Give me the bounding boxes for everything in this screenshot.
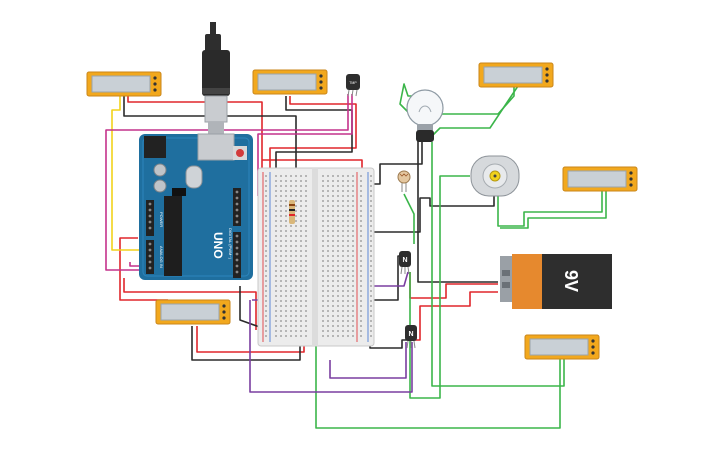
lcd-display-6[interactable]	[524, 334, 600, 360]
arduino-brand-text: UNO	[211, 232, 225, 259]
wire-yellow-1	[111, 96, 140, 251]
lcd-display-2[interactable]	[252, 69, 328, 95]
wire-black-3	[191, 326, 301, 361]
wire-magenta-2	[257, 94, 353, 196]
wire-green-8	[403, 193, 415, 244]
photoresistor-icon[interactable]	[397, 170, 411, 192]
microcontroller-chip	[164, 196, 182, 276]
wire-green-4	[500, 190, 607, 229]
arduino-power-label: POWER	[159, 212, 164, 227]
temperature-sensor[interactable]: TMP	[346, 74, 360, 97]
wire-magenta-1	[105, 94, 349, 271]
wire-green-7	[409, 175, 470, 399]
lightbulb-icon[interactable]	[406, 89, 444, 142]
transistor-2[interactable]: N	[405, 325, 417, 349]
lcd-display-5[interactable]	[155, 299, 231, 325]
wire-purple-2	[249, 300, 413, 393]
wire-red-6	[409, 272, 498, 299]
arduino-digital-label: DIGITAL (PWM~)	[228, 228, 233, 260]
wire-red-2	[269, 96, 357, 184]
dc-motor-icon[interactable]	[470, 155, 520, 197]
usb-cable-icon[interactable]	[202, 22, 230, 134]
breadboard-holes	[265, 175, 372, 337]
resistor[interactable]	[289, 200, 295, 224]
wire-red-3	[119, 237, 168, 301]
wire-green-6	[431, 142, 565, 387]
transistor-1[interactable]: N	[399, 251, 411, 275]
transistor-2-label: N	[408, 331, 413, 338]
arduino-analog-label: ANALOG IN	[159, 246, 164, 268]
battery-9v[interactable]: 9V	[500, 254, 612, 309]
lcd-display-3[interactable]	[478, 62, 554, 88]
battery-label: 9V	[561, 270, 581, 292]
breadboard[interactable]	[257, 167, 375, 347]
transistor-1-label: N	[402, 257, 407, 264]
wire-purple-3	[329, 342, 407, 379]
sensor-label: TMP	[349, 81, 357, 85]
wire-black-5	[366, 196, 495, 233]
wire-green-3	[497, 190, 603, 227]
wire-red-9	[123, 278, 257, 330]
wire-red-7	[408, 291, 498, 341]
arduino-uno-board[interactable]: UNO DIGITAL (PWM~) POWER ANALOG IN	[139, 133, 253, 280]
lcd-display-1[interactable]	[86, 71, 162, 97]
wire-black-4	[366, 140, 423, 185]
lcd-display-4[interactable]	[562, 166, 638, 192]
